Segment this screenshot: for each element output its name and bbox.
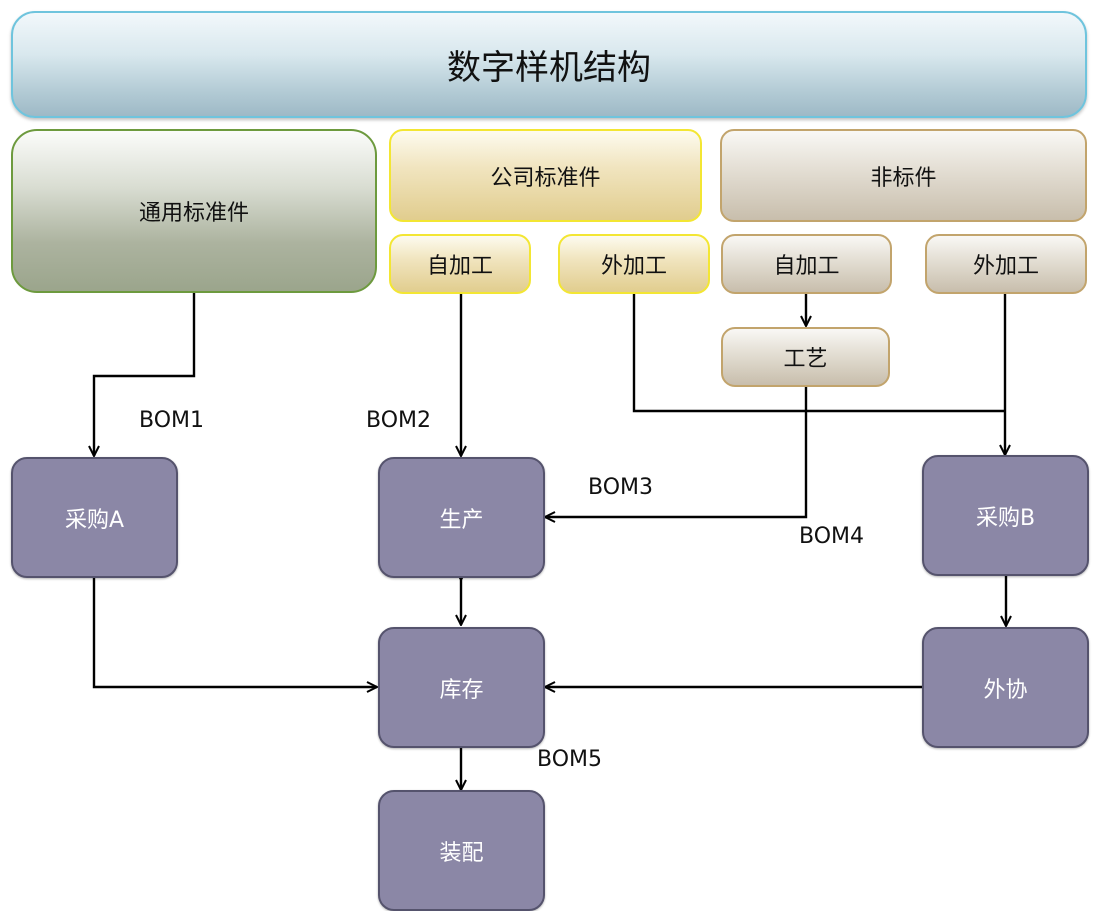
bom1-label: BOM1 bbox=[139, 408, 205, 433]
bom4-label: BOM4 bbox=[799, 524, 865, 549]
line-company-out-to-junction bbox=[632, 293, 1005, 413]
bom5-label: BOM5 bbox=[537, 747, 603, 772]
production-node: 生产 bbox=[378, 457, 545, 578]
purchase-b-node: 采购B bbox=[922, 455, 1089, 576]
category-general-standard-parts: 通用标准件 bbox=[11, 129, 377, 293]
arrow-purchase-a-to-inventory bbox=[92, 577, 377, 687]
process-node: 工艺 bbox=[721, 327, 890, 387]
inventory-node: 库存 bbox=[378, 627, 545, 748]
nonstd-outsourced-machining: 外加工 bbox=[925, 234, 1087, 294]
category-nonstandard-parts: 非标件 bbox=[720, 129, 1087, 222]
assembly-node: 装配 bbox=[378, 790, 545, 911]
bom2-label: BOM2 bbox=[366, 408, 432, 433]
company-outsourced-machining: 外加工 bbox=[558, 234, 710, 294]
bom3-label: BOM3 bbox=[588, 475, 654, 500]
outsource-node: 外协 bbox=[922, 627, 1089, 748]
company-self-machining: 自加工 bbox=[389, 234, 531, 294]
nonstd-self-machining: 自加工 bbox=[721, 234, 892, 294]
page-title: 数字样机结构 bbox=[11, 11, 1087, 118]
arrow-process-to-production bbox=[545, 386, 808, 517]
arrow-general-to-purchase-a bbox=[94, 293, 196, 456]
category-company-standard-parts: 公司标准件 bbox=[389, 129, 702, 222]
purchase-a-node: 采购A bbox=[11, 457, 178, 578]
